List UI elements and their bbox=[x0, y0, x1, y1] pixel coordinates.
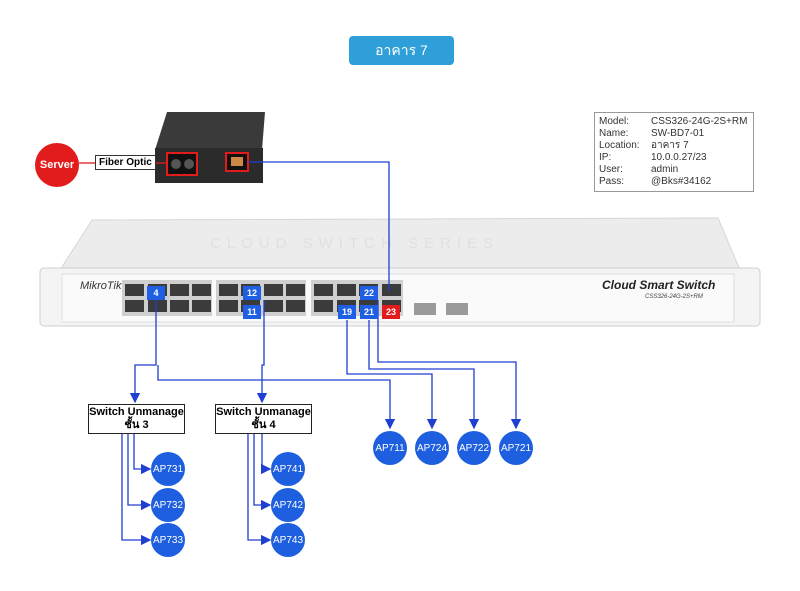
building-title: อาคาร 7 bbox=[349, 36, 454, 65]
ap-node: AP733 bbox=[151, 523, 185, 557]
box-floor: ชั้น 4 bbox=[251, 419, 276, 431]
ap-node: AP721 bbox=[499, 431, 533, 465]
port-label-19: 19 bbox=[338, 305, 356, 319]
connection-lines bbox=[79, 161, 522, 546]
info-value: CSS326-24G-2S+RM bbox=[651, 116, 748, 127]
info-row: Name: SW-BD7-01 bbox=[599, 128, 749, 140]
brand-text: MikroTik bbox=[80, 280, 122, 292]
info-key: Location: bbox=[599, 140, 640, 151]
port-label-23: 23 bbox=[382, 305, 400, 319]
info-row: Model: CSS326-24G-2S+RM bbox=[599, 116, 749, 128]
port-label-21: 21 bbox=[360, 305, 378, 319]
ap-node: AP732 bbox=[151, 488, 185, 522]
port-label-12: 12 bbox=[243, 286, 261, 300]
switch-info-box: Model: CSS326-24G-2S+RM Name: SW-BD7-01 Lo… bbox=[594, 112, 754, 192]
switch-chassis bbox=[39, 217, 761, 327]
port-label-4: 4 bbox=[147, 286, 165, 300]
info-key: User: bbox=[599, 164, 623, 175]
info-key: Pass: bbox=[599, 176, 625, 187]
ap-node: AP742 bbox=[271, 488, 305, 522]
ap-node: AP741 bbox=[271, 452, 305, 486]
ap-node: AP711 bbox=[373, 431, 407, 465]
ap-node: AP722 bbox=[457, 431, 491, 465]
info-row: IP: 10.0.0.27/23 bbox=[599, 152, 749, 164]
box-title: Switch Unmanage bbox=[216, 406, 311, 418]
info-value: อาคาร 7 bbox=[651, 140, 689, 151]
info-row: User: admin bbox=[599, 164, 749, 176]
info-value: SW-BD7-01 bbox=[651, 128, 705, 139]
info-value: 10.0.0.27/23 bbox=[651, 152, 707, 163]
info-value: admin bbox=[651, 164, 679, 175]
ap-node: AP743 bbox=[271, 523, 305, 557]
info-key: Name: bbox=[599, 128, 629, 139]
ap-node: AP724 bbox=[415, 431, 449, 465]
box-floor: ชั้น 3 bbox=[124, 419, 149, 431]
info-key: Model: bbox=[599, 116, 630, 127]
switch-unmanage-floor3: Switch Unmanage ชั้น 3 bbox=[88, 404, 185, 434]
port-label-11: 11 bbox=[243, 305, 261, 319]
box-title: Switch Unmanage bbox=[89, 406, 184, 418]
info-row: Location: อาคาร 7 bbox=[599, 140, 749, 152]
fiber-optic-label: Fiber Optic bbox=[95, 155, 156, 170]
server-node: Server bbox=[35, 143, 79, 187]
info-row: Pass: @Bks#34162 bbox=[599, 176, 749, 188]
port-label-22: 22 bbox=[360, 286, 378, 300]
top-series-text: CLOUD SWITCH SERIES bbox=[210, 235, 499, 252]
media-converter bbox=[155, 112, 265, 183]
info-value: @Bks#34162 bbox=[651, 176, 712, 187]
switch-name: Cloud Smart Switch bbox=[602, 278, 715, 292]
switch-unmanage-floor4: Switch Unmanage ชั้น 4 bbox=[215, 404, 312, 434]
ap-node: AP731 bbox=[151, 452, 185, 486]
switch-model: CSS326-24G-2S+RM bbox=[645, 294, 703, 300]
info-key: IP: bbox=[599, 152, 612, 163]
